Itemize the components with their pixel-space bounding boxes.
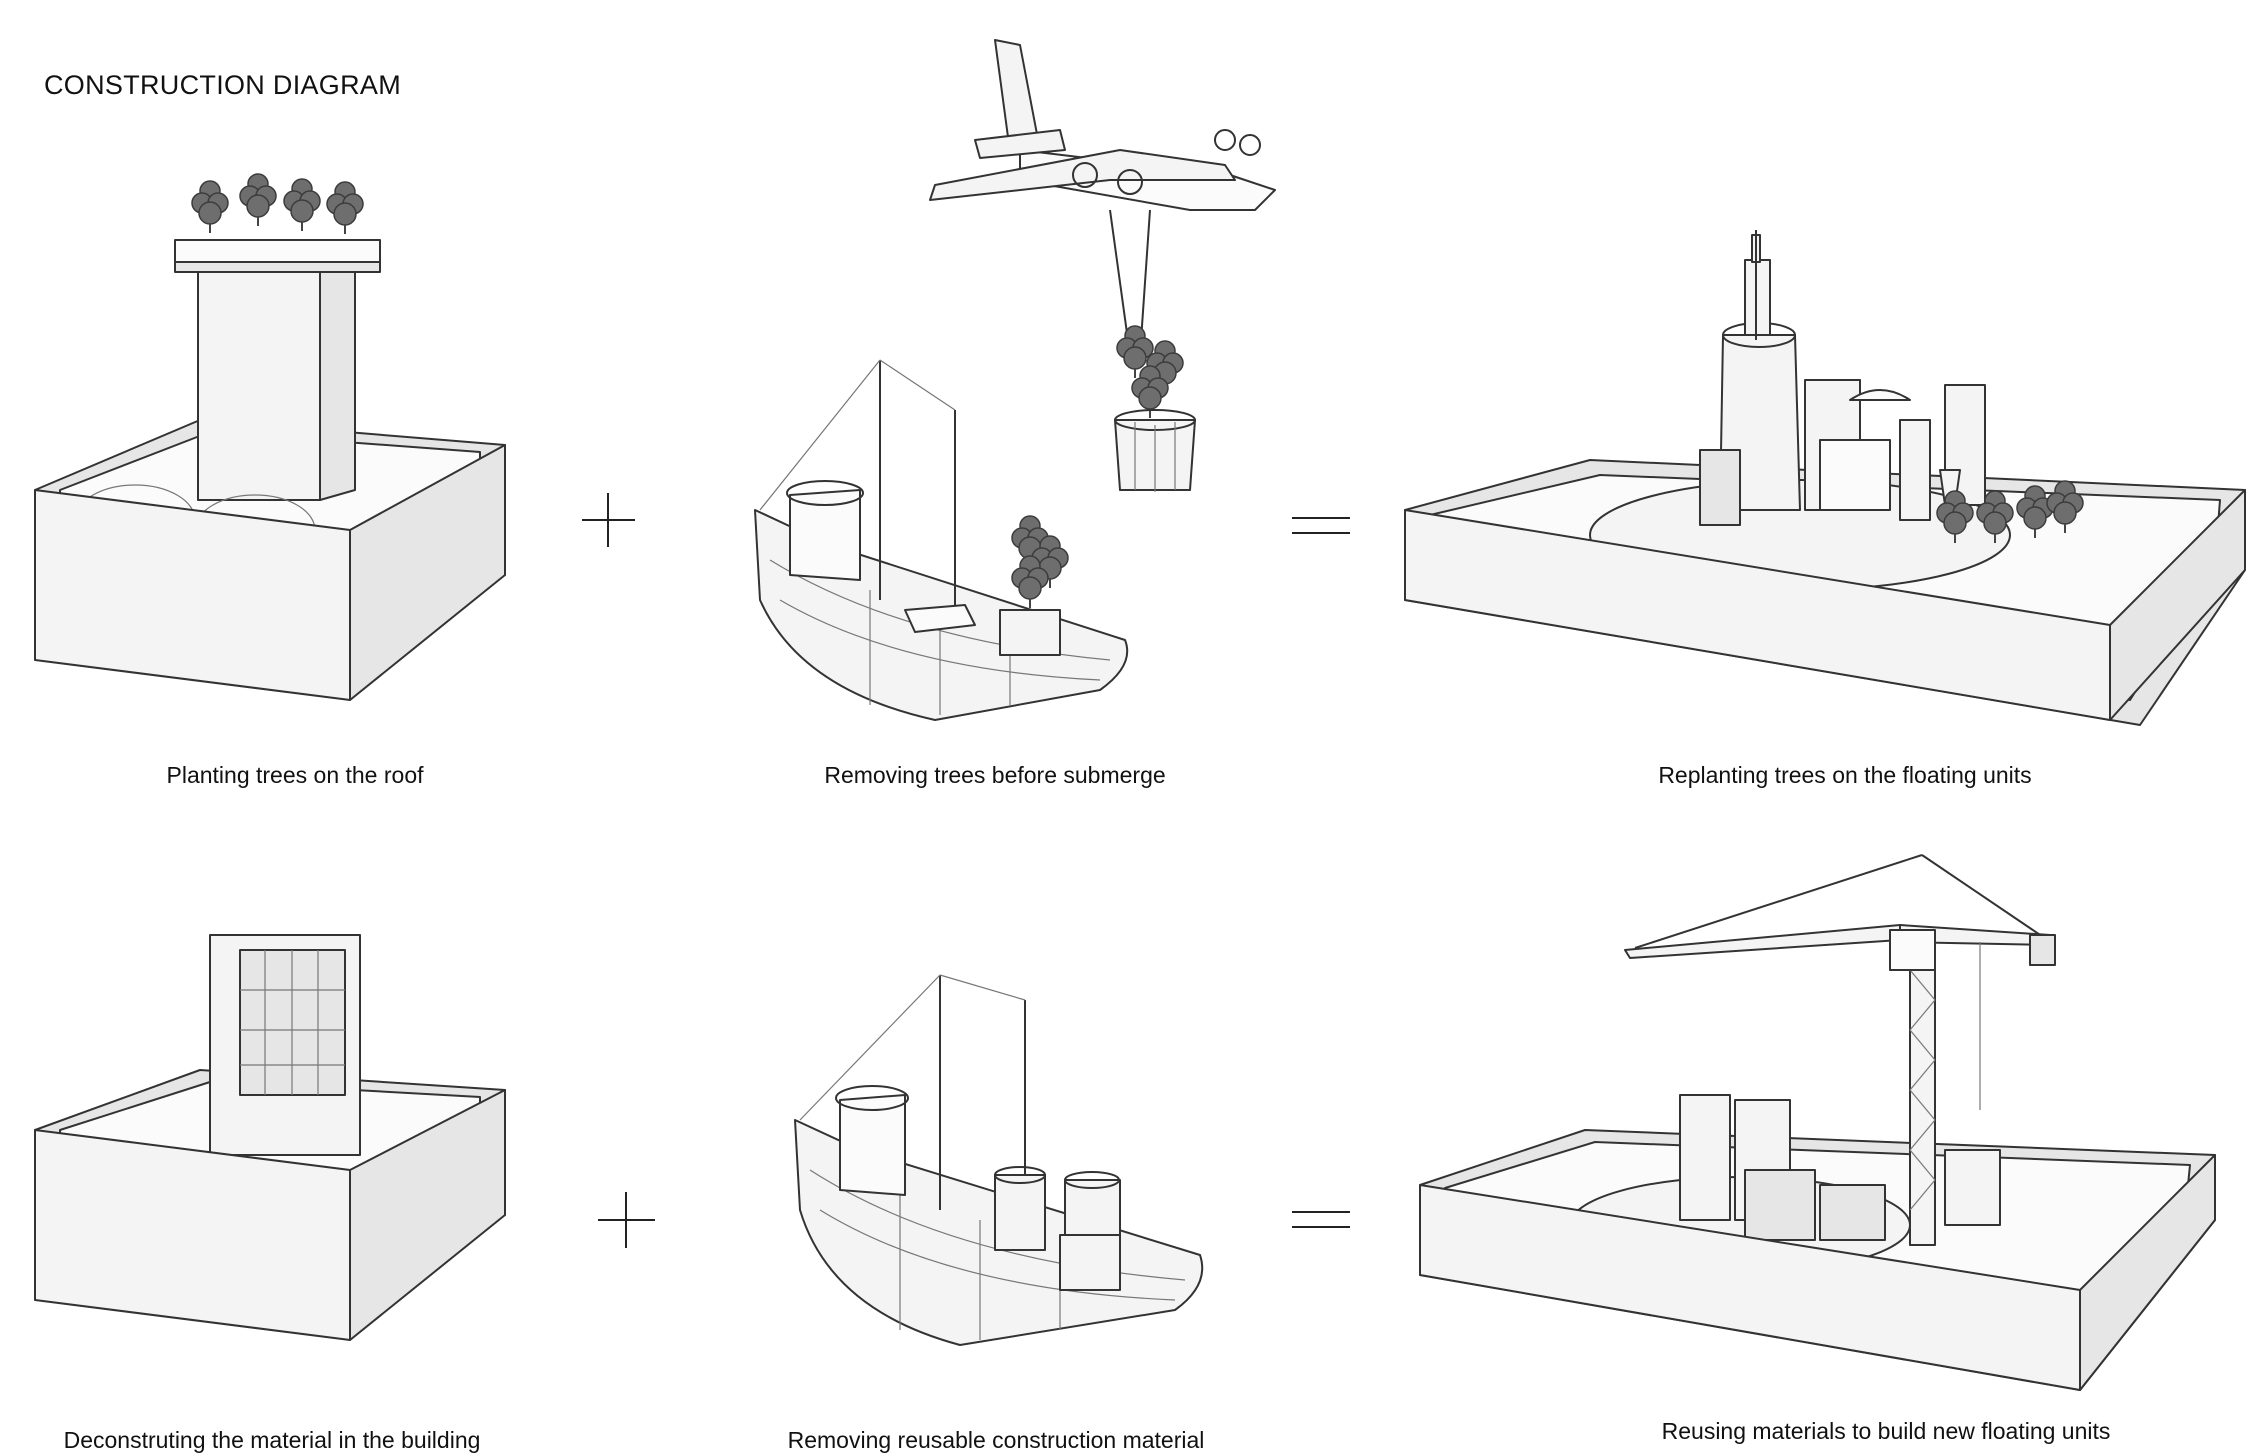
caption-removing-trees: Removing trees before submerge: [824, 762, 1166, 788]
cargo-plane: [929, 39, 1276, 356]
equals-operator-row2: [1292, 1211, 1350, 1228]
plus-operator-row1: [582, 493, 635, 547]
caption-reusing-materials: Reusing materials to build new floating …: [1661, 1418, 2111, 1444]
diagram-title: CONSTRUCTION DIAGRAM: [44, 70, 401, 100]
equals-operator-row1: [1292, 517, 1350, 534]
hanging-tree-planter: [1114, 325, 1196, 492]
caption-replanting-trees: Replanting trees on the floating units: [1658, 762, 2032, 788]
deconstructing-building-illustration: [34, 934, 506, 1341]
boat-construction-material-illustration: [794, 974, 1204, 1346]
fishing-boat: [754, 359, 1129, 721]
crane-floating-units-illustration: [1419, 854, 2216, 1391]
plus-operator-row2: [598, 1192, 655, 1248]
caption-deconstructing-material: Deconstruting the material in the buildi…: [63, 1427, 481, 1453]
caption-planting-trees: Planting trees on the roof: [166, 762, 424, 788]
plane-boat-trees-illustration: [754, 39, 1276, 721]
floating-city-trees-illustration: [1404, 230, 2246, 726]
building-roof-trees-illustration: [34, 173, 506, 701]
caption-removing-material: Removing reusable construction material: [787, 1427, 1205, 1453]
